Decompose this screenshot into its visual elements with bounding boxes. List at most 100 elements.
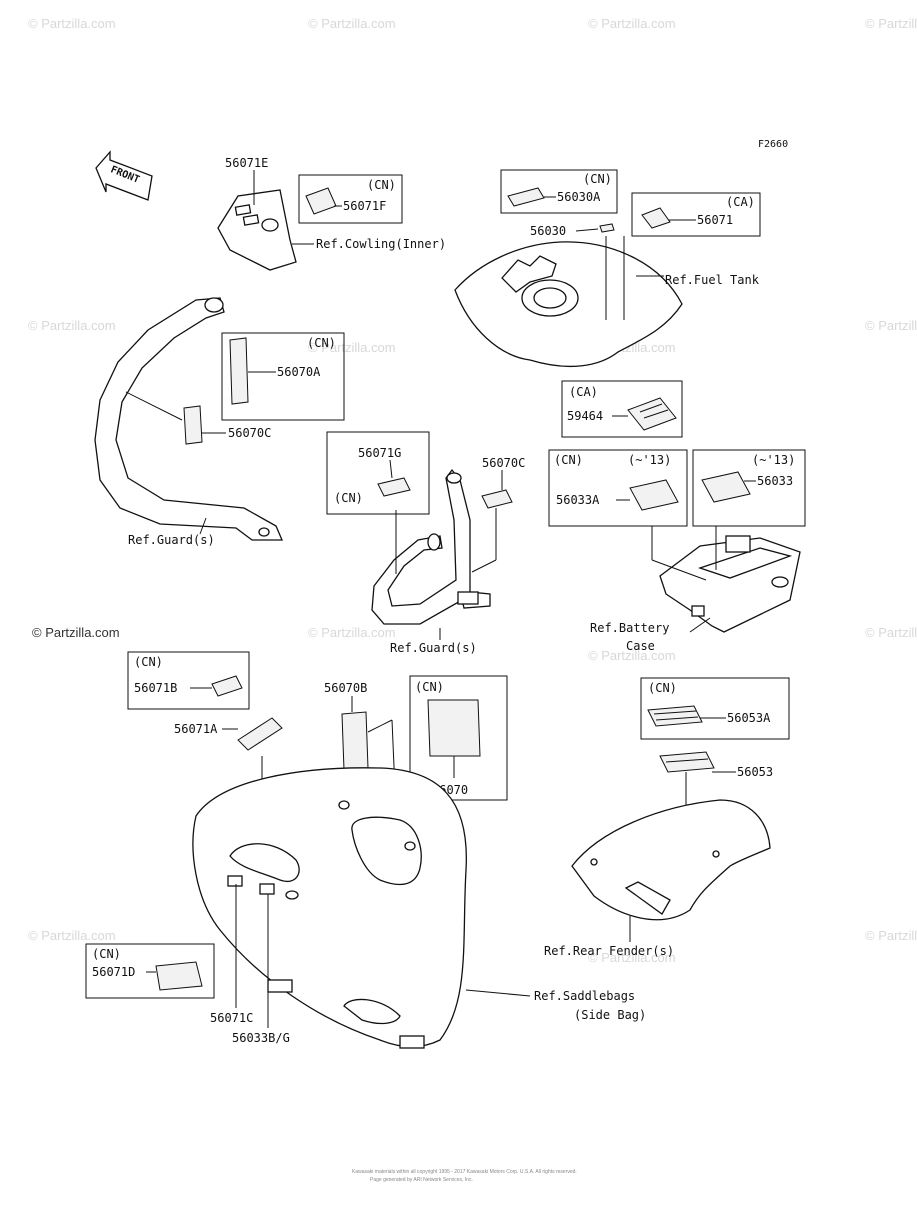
box-56033 [692, 449, 806, 527]
watermarks: © Partzilla.com © Partzilla.com © Partzi… [28, 16, 917, 965]
watermark: © Partzilla.com [865, 928, 917, 943]
label-56033A [629, 479, 679, 511]
watermark: © Partzilla.com [308, 16, 396, 31]
part-56070C-left: 56070C [228, 426, 271, 440]
watermark: © Partzilla.com [28, 16, 116, 31]
part-56071A: 56071A [174, 722, 218, 736]
box-56071D [85, 943, 215, 999]
part-59464: 59464 [567, 409, 603, 423]
part-56071G: 56071G [358, 446, 401, 460]
middle-guard-part [371, 468, 491, 625]
box-56030A [500, 169, 618, 214]
tag-cn: (CN) [92, 947, 121, 961]
tag-to13: (~'13) [628, 453, 671, 467]
part-56071E: 56071E [225, 156, 268, 170]
watermark: © Partzilla.com [308, 340, 396, 355]
part-56053A: 56053A [727, 711, 771, 725]
ref-saddlebags-1: Ref.Saddlebags [534, 989, 635, 1003]
tag-cn: (CN) [307, 336, 336, 350]
box-56070 [409, 675, 508, 801]
label-56053A [647, 705, 703, 727]
watermark: © Partzilla.com [308, 625, 396, 640]
box-56071B [127, 651, 250, 710]
watermark: © Partzilla.com [28, 318, 116, 333]
tag-cn: (CN) [583, 172, 612, 186]
part-56071: 56071 [697, 213, 733, 227]
watermark: © Partzilla.com [588, 950, 676, 965]
ref-fuel-tank: Ref.Fuel Tank [665, 273, 760, 287]
watermark: © Partzilla.com [588, 648, 676, 663]
ref-battery-2: Case [626, 639, 655, 653]
box-56053A [640, 677, 790, 740]
copyright-text-2: Page generated by ARI Network Services, … [370, 1177, 473, 1183]
label-59464 [627, 397, 677, 431]
watermark: © Partzilla.com [32, 625, 120, 640]
label-56070C-left [183, 405, 203, 445]
tag-cn: (CN) [415, 680, 444, 694]
watermark: © Partzilla.com [588, 16, 676, 31]
label-56071 [641, 207, 671, 229]
saddlebag-part [192, 767, 467, 1049]
tag-cn: (CN) [134, 655, 163, 669]
label-56070C-right [481, 489, 513, 509]
ref-saddlebags-2: (Side Bag) [574, 1008, 646, 1022]
tag-cn: (CN) [554, 453, 583, 467]
ref-guard-left: Ref.Guard(s) [128, 533, 215, 547]
tag-to13: (~'13) [752, 453, 795, 467]
label-56030A [507, 187, 545, 207]
tag-cn: (CN) [334, 491, 363, 505]
label-56071D [155, 961, 203, 991]
cowling-inner-part [217, 189, 297, 271]
label-56053 [659, 751, 715, 773]
box-56071F [298, 174, 403, 224]
ref-guard-mid: Ref.Guard(s) [390, 641, 477, 655]
watermark: © Partzilla.com [865, 318, 917, 333]
left-guard-part [94, 297, 283, 541]
label-56070 [427, 699, 481, 757]
tag-cn: (CN) [648, 681, 677, 695]
figure-code: F2660 [758, 139, 788, 150]
ref-battery-1: Ref.Battery [590, 621, 669, 635]
tag-cn: (CN) [367, 178, 396, 192]
label-56071B [211, 675, 243, 697]
part-56070B: 56070B [324, 681, 367, 695]
box-56070A [221, 332, 345, 421]
part-56033A: 56033A [556, 493, 600, 507]
part-56053: 56053 [737, 765, 773, 779]
box-56033A [548, 449, 688, 527]
part-56070A: 56070A [277, 365, 321, 379]
label-56033 [701, 471, 751, 503]
fuel-tank-part [454, 241, 683, 368]
watermark: © Partzilla.com [28, 928, 116, 943]
watermark: © Partzilla.com [865, 16, 917, 31]
label-56070A [229, 337, 249, 405]
rear-fender-part [571, 799, 771, 921]
copyright-text: Kawasaki materials within all copyright … [352, 1169, 577, 1175]
part-56071B: 56071B [134, 681, 177, 695]
tag-ca: (CA) [726, 195, 755, 209]
ref-rear-fender: Ref.Rear Fender(s) [544, 944, 674, 958]
label-56071G [377, 477, 411, 497]
ref-cowling: Ref.Cowling(Inner) [316, 237, 446, 251]
part-56071C: 56071C [210, 1011, 253, 1025]
part-56033: 56033 [757, 474, 793, 488]
part-56030A: 56030A [557, 190, 601, 204]
part-56071F: 56071F [343, 199, 386, 213]
label-56071A [237, 717, 283, 751]
part-56070C-right: 56070C [482, 456, 525, 470]
label-56030 [599, 223, 615, 233]
part-56030: 56030 [530, 224, 566, 238]
part-56071D: 56071D [92, 965, 135, 979]
front-arrow-icon: FRONT [95, 150, 153, 201]
box-56071G [326, 431, 430, 515]
battery-case-part [659, 535, 801, 633]
box-56071 [631, 192, 761, 237]
box-59464 [561, 380, 683, 438]
tag-ca: (CA) [569, 385, 598, 399]
part-56033BG: 56033B/G [232, 1031, 290, 1045]
label-56071F [305, 187, 337, 215]
label-56070B [341, 711, 369, 771]
watermark: © Partzilla.com [865, 625, 917, 640]
